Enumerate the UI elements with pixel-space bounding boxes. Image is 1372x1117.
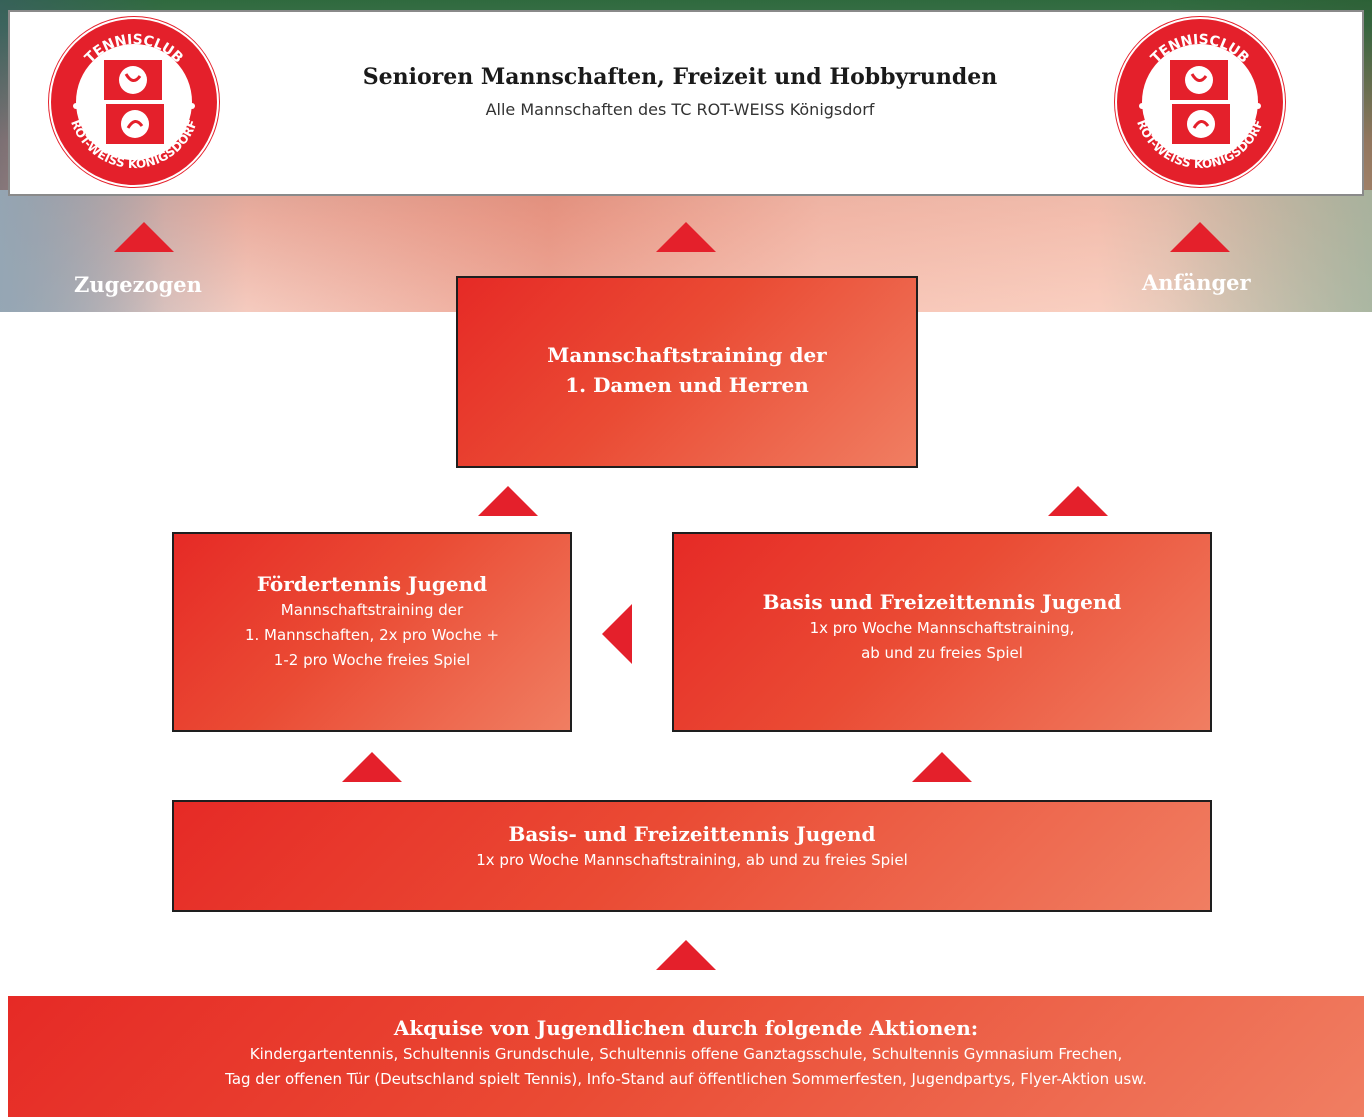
label-anfaenger: Anfänger [1142, 270, 1251, 295]
box-basis-freizeittennis: Basis und Freizeittennis Jugend 1x pro W… [672, 532, 1212, 732]
box-text: 1x pro Woche Mannschaftstraining, ab und… [476, 851, 908, 869]
box-title: Basis- und Freizeittennis Jugend [508, 822, 876, 846]
box-text: 1x pro Woche Mannschaftstraining, [809, 619, 1075, 637]
box-text: ab und zu freies Spiel [861, 644, 1023, 662]
box-title: Fördertennis Jugend [256, 572, 488, 596]
arrow-up-icon [912, 752, 972, 782]
box-text: Kindergartentennis, Schultennis Grundsch… [249, 1045, 1123, 1063]
arrow-up-icon [656, 940, 716, 970]
arrow-left-icon [602, 604, 632, 664]
box-text: 1. Mannschaften, 2x pro Woche + [244, 626, 500, 644]
box-text: Mannschaftstraining der [280, 601, 464, 619]
label-zugezogen: Zugezogen [74, 272, 202, 297]
header-subtitle: Alle Mannschaften des TC ROT-WEISS König… [485, 100, 875, 119]
box-akquise: Akquise von Jugendlichen durch folgende … [8, 996, 1364, 1117]
box-title: 1. Damen und Herren [565, 373, 809, 397]
arrow-up-icon [1048, 486, 1108, 516]
arrow-up-icon [1170, 222, 1230, 252]
arrow-up-icon [656, 222, 716, 252]
arrow-up-icon [478, 486, 538, 516]
box-text: 1-2 pro Woche freies Spiel [273, 651, 471, 669]
club-logo-right: TENNISCLUB ROT-WEISS KÖNIGSDORF [1114, 16, 1286, 188]
box-mannschaftstraining: Mannschaftstraining der 1. Damen und Her… [456, 276, 918, 468]
box-title: Basis und Freizeittennis Jugend [762, 590, 1122, 614]
header-title: Senioren Mannschaften, Freizeit und Hobb… [362, 64, 998, 90]
arrow-up-icon [342, 752, 402, 782]
box-foerdertennis: Fördertennis Jugend Mannschaftstraining … [172, 532, 572, 732]
box-title: Mannschaftstraining der [547, 343, 827, 367]
box-title: Akquise von Jugendlichen durch folgende … [393, 1016, 979, 1040]
arrow-up-icon [114, 222, 174, 252]
box-basis-freizeittennis-bottom: Basis- und Freizeittennis Jugend 1x pro … [172, 800, 1212, 912]
box-text: Tag der offenen Tür (Deutschland spielt … [225, 1070, 1147, 1088]
club-logo-left: TENNISCLUB ROT-WEISS KÖNIGSDORF [48, 16, 220, 188]
